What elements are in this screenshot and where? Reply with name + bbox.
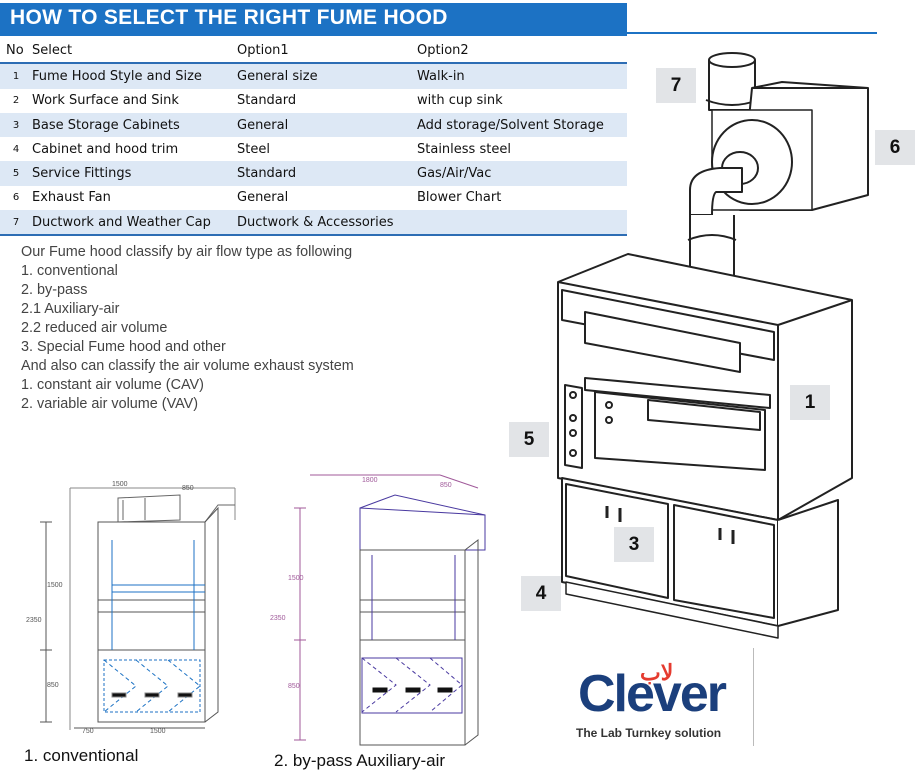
cell-option2: Gas/Air/Vac [417, 161, 627, 186]
cell-no: 4 [12, 143, 20, 155]
title-bar [0, 3, 627, 36]
conventional-dim-depth-top: 850 [182, 485, 194, 492]
callout-4: 4 [521, 576, 561, 611]
cell-select: Service Fittings [32, 161, 237, 186]
callout-6: 6 [875, 130, 915, 165]
description-line: 1. conventional [21, 263, 118, 279]
bypass-dim-width-top: 1800 [362, 477, 378, 484]
conventional-dim-depth-bottom: 750 [82, 728, 94, 735]
conventional-dim-width-bottom: 1500 [150, 728, 166, 735]
callout-7: 7 [656, 68, 696, 103]
cell-option1: Standard [237, 93, 297, 109]
description-line: 2. variable air volume (VAV) [21, 396, 199, 412]
column-header-option2: Option2 [417, 42, 469, 58]
table-row: 4 Cabinet and hood trim Steel Stainless ste… [0, 137, 627, 161]
cell-no: 6 [12, 192, 20, 204]
logo-tagline: The Lab Turnkey solution [576, 726, 722, 740]
cell-select: Exhaust Fan [32, 190, 111, 206]
cell-option2 [417, 210, 627, 236]
cell-option1: Standard [237, 161, 417, 186]
description-line: 2.2 reduced air volume [21, 320, 168, 336]
conventional-dim-height-base: 850 [47, 682, 59, 689]
conventional-dim-height-total: 2350 [26, 617, 42, 624]
logo-separator [753, 648, 754, 746]
cell-select: Cabinet and hood trim [32, 141, 179, 157]
description-line: Our Fume hood classify by air flow type … [21, 244, 353, 260]
cell-select: Base Storage Cabinets [32, 112, 237, 138]
column-header-no: No [6, 42, 24, 58]
conventional-dim-height-upper: 1500 [47, 582, 63, 589]
description-line: 3. Special Fume hood and other [21, 339, 226, 355]
cell-option1: Ductwork & Accessories [237, 210, 417, 236]
bypass-dim-depth-top: 850 [440, 482, 452, 489]
cell-select: Fume Hood Style and Size [32, 63, 237, 89]
cell-no: 1 [0, 63, 32, 89]
cell-option1: General [237, 112, 417, 138]
description-line: 2. by-pass [21, 282, 88, 298]
bypass-dim-height-upper: 1500 [288, 575, 304, 582]
cell-option1: Steel [237, 141, 270, 157]
column-header-select: Select [32, 42, 73, 58]
page-title: HOW TO SELECT THE RIGHT FUME HOOD [10, 6, 448, 29]
cell-option2: Stainless steel [417, 141, 511, 157]
description-line: 2.1 Auxiliary-air [21, 301, 120, 317]
classification-description: Our Fume hood classify by air flow type … [21, 243, 354, 414]
cell-option1: General size [237, 63, 417, 89]
callout-1: 1 [790, 385, 830, 420]
callout-5: 5 [509, 422, 549, 457]
column-header-option1: Option1 [237, 42, 289, 58]
table-row: 6 Exhaust Fan General Blower Chart [0, 186, 627, 210]
cell-option2: Blower Chart [417, 190, 502, 206]
cell-option2: Walk-in [417, 63, 627, 89]
caption-bypass: 2. by-pass Auxiliary-air [274, 751, 446, 770]
cell-no: 3 [0, 112, 32, 138]
cell-option2: with cup sink [417, 93, 503, 109]
cell-option1: General [237, 190, 289, 206]
bypass-dim-height-total: 2350 [270, 615, 286, 622]
description-line: 1. constant air volume (CAV) [21, 377, 204, 393]
table-row: 2 Work Surface and Sink Standard with cup s… [0, 89, 627, 113]
conventional-dim-width-top: 1500 [112, 481, 128, 488]
table-header-row: No Select Option1 Option2 [0, 38, 627, 64]
callout-3: 3 [614, 527, 654, 562]
cell-no: 2 [12, 95, 20, 107]
cell-select: Ductwork and Weather Cap [32, 210, 237, 236]
title-rule [627, 32, 877, 34]
description-line: And also can classify the air volume exh… [21, 358, 354, 374]
logo-arabic-mark: لاب [640, 660, 674, 685]
caption-conventional: 1. conventional [24, 746, 139, 765]
logo-wordmark: Clever [578, 665, 727, 723]
cell-select: Work Surface and Sink [32, 93, 179, 109]
cell-option2: Add storage/Solvent Storage [417, 112, 627, 138]
cell-no: 7 [0, 210, 32, 236]
cell-no: 5 [0, 161, 32, 186]
bypass-dim-height-base: 850 [288, 683, 300, 690]
